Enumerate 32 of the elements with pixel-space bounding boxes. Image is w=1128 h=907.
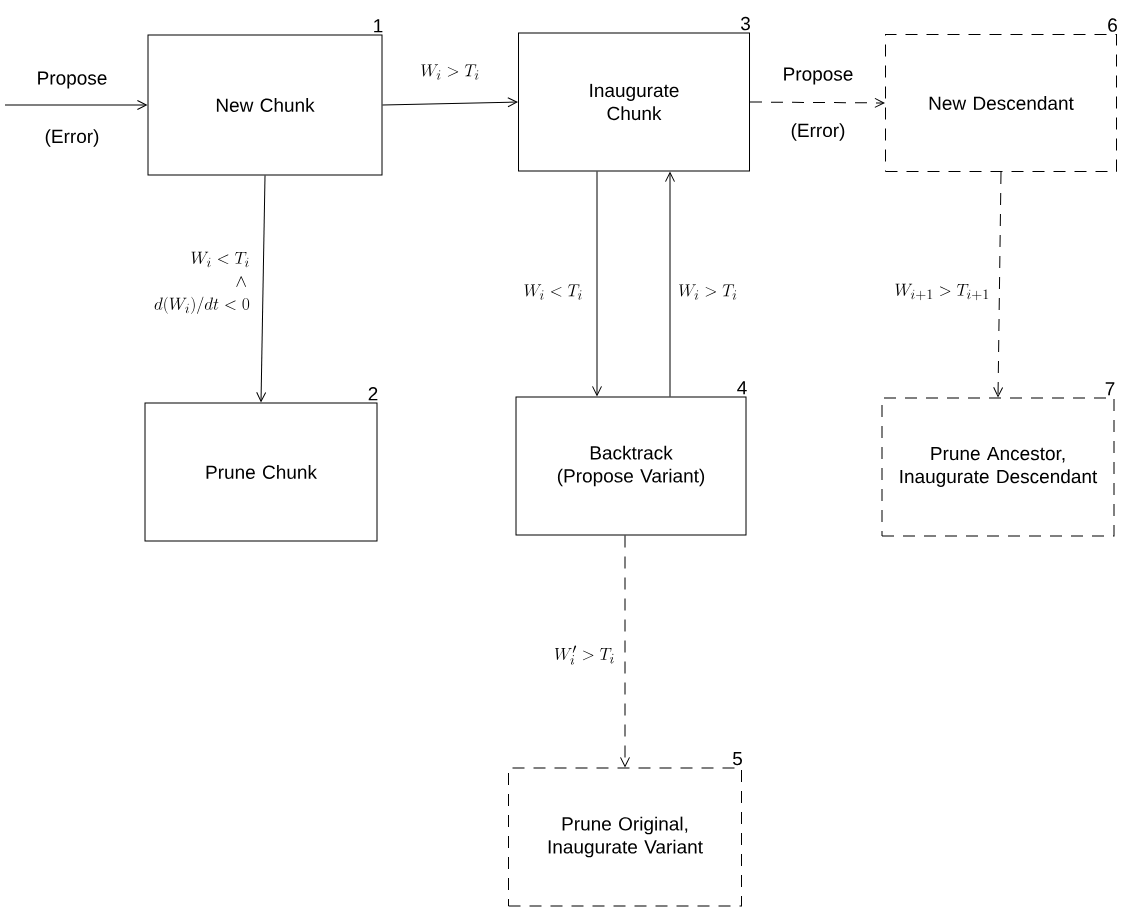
process-box: New Chunk <box>147 34 383 176</box>
process-box: New Descendant <box>885 34 1117 172</box>
process-box: Prune Chunk <box>144 402 378 542</box>
box-number: 1 <box>374 19 383 33</box>
arrow <box>993 171 1004 397</box>
edge-label: $W_i > T_i$ <box>418 62 482 82</box>
arrow <box>382 97 518 108</box>
arrow <box>592 171 602 396</box>
edge-label: Propose <box>34 69 110 91</box>
box-number: 5 <box>733 752 742 766</box>
arrow <box>256 175 267 402</box>
process-box: Prune Original, Inaugurate Variant <box>508 767 742 907</box>
edge-label: Propose <box>780 65 856 87</box>
edge-label: $W_i' > T_i$ <box>552 643 617 667</box>
arrow <box>4 100 147 110</box>
arrow <box>665 172 675 397</box>
box-number: 6 <box>1108 18 1117 32</box>
box-number: 7 <box>1105 382 1115 396</box>
process-box: Backtrack (Propose Variant) <box>515 396 747 536</box>
arrow <box>749 97 885 108</box>
box-number: 4 <box>737 381 747 395</box>
arrow <box>620 535 630 767</box>
process-box: Prune Ancestor, Inaugurate Descendant <box>881 397 1115 537</box>
edge-label: $W_{i+1} > T_{i+1}$ <box>892 281 992 303</box>
edge-note: (Error) <box>45 129 99 147</box>
box-number: 3 <box>740 16 750 31</box>
edge-label: $\begin{array}{r} W_i < T_i \\ \wedge\, \\ d(W_i)/dt < 0 \end{array}$ <box>147 245 257 319</box>
edge-label: $W_i < T_i$ <box>521 282 585 302</box>
edge-note: (Error) <box>791 123 845 141</box>
edge-label: $W_i > T_i$ <box>676 282 740 302</box>
box-number: 2 <box>368 387 378 401</box>
process-box: Inaugurate Chunk <box>518 32 750 172</box>
